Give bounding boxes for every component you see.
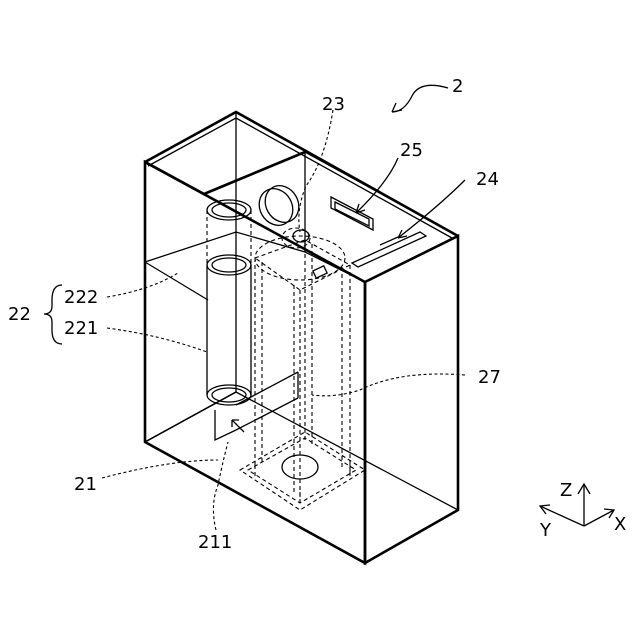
axis-x-label: X <box>614 514 626 535</box>
housing-top-rim <box>145 112 458 236</box>
inlet-lower-edge <box>236 398 298 430</box>
leader-222 <box>107 273 178 297</box>
label-21: 21 <box>74 474 97 495</box>
housing-front-face <box>145 162 365 563</box>
axis-y-label: Y <box>539 520 552 541</box>
comp24-slot <box>352 232 426 267</box>
leader-221 <box>107 328 207 352</box>
leader-device <box>392 85 448 112</box>
leader-27 <box>312 374 465 396</box>
tube-mid-inner <box>212 258 246 272</box>
housing <box>145 112 458 563</box>
tube-top-inner <box>212 203 246 217</box>
brace-22 <box>44 285 62 344</box>
label-27: 27 <box>478 367 501 388</box>
label-22: 22 <box>8 304 31 325</box>
top-partition <box>204 152 305 194</box>
label-222: 222 <box>64 287 98 308</box>
label-211: 211 <box>198 532 232 553</box>
housing-right-face <box>365 236 458 563</box>
label-23: 23 <box>322 94 345 115</box>
label-221: 221 <box>64 318 98 339</box>
tube-221 <box>207 200 251 405</box>
shelf-front-edge <box>145 262 208 300</box>
partition-top-right <box>305 152 458 236</box>
label-24: 24 <box>476 169 499 190</box>
inlet-frame <box>215 410 236 440</box>
base-plate <box>240 432 365 510</box>
axis-x-arrow <box>604 509 614 518</box>
top-wall-left <box>145 162 204 194</box>
inlet-arrow <box>232 420 244 432</box>
leader-device-arrow <box>392 103 402 112</box>
lower-floor-back <box>145 392 236 442</box>
pump-27 <box>255 228 350 500</box>
label-device: 2 <box>452 76 463 97</box>
housing-bottom-back <box>145 392 458 510</box>
coordinate-axes <box>540 484 614 526</box>
label-25: 25 <box>400 140 423 161</box>
axis-z-label: Z <box>560 480 572 501</box>
leader-21 <box>102 460 218 478</box>
leader-23 <box>299 110 333 232</box>
inlet-211 <box>215 372 298 440</box>
base-outer <box>240 432 365 510</box>
component-24 <box>352 232 426 267</box>
